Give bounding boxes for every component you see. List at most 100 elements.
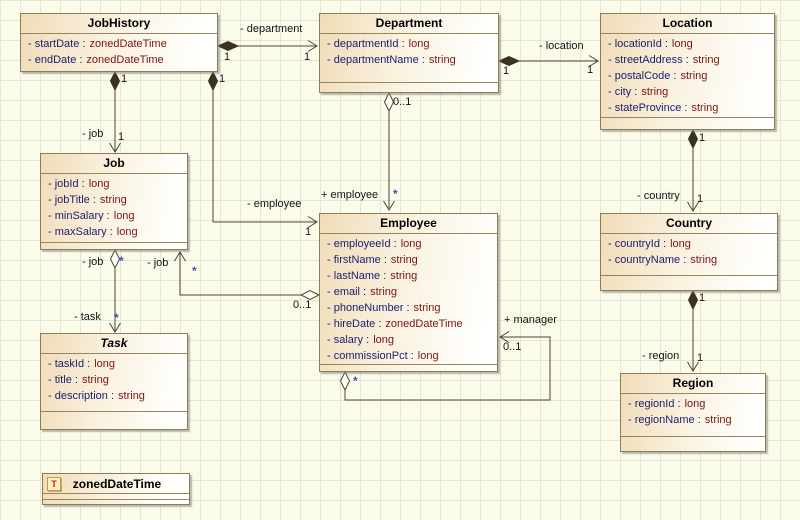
relationship-employee-job[interactable] (174, 251, 321, 301)
arrowhead-icon (687, 361, 699, 372)
relationship-job-task[interactable] (109, 248, 121, 333)
multiplicity-label: 1 (699, 132, 706, 144)
relationship-line[interactable] (179, 253, 301, 296)
attribute-type: long (373, 334, 394, 346)
multiplicity-label: 0..1 (393, 96, 412, 108)
multiplicity-label: * (353, 374, 358, 388)
attribute-type: string (99, 194, 127, 206)
role-label: - country (637, 190, 680, 202)
attribute-row: - streetAddress :string (608, 52, 771, 68)
role-label: - region (642, 350, 680, 362)
composition-diamond-icon (687, 128, 699, 150)
attribute-row: - countryId :long (608, 236, 774, 252)
multiplicity-label: 1 (304, 51, 311, 63)
attributes-compartment: - jobId :long - jobTitle :string - minSa… (41, 174, 187, 242)
multiplicity-label: 1 (699, 292, 706, 304)
attribute-type: string (413, 302, 441, 314)
attribute-row: - lastName :string (327, 268, 494, 284)
relationship-location-country[interactable] (687, 128, 699, 212)
role-label: + manager (504, 314, 557, 326)
attribute-row: - jobTitle :string (48, 192, 184, 208)
attributes-compartment: - departmentId :long - departmentName :s… (320, 34, 498, 82)
relationship-employee-manager[interactable] (339, 331, 551, 401)
datatype-box-zoneddatetime[interactable]: T zonedDateTime (42, 473, 190, 505)
attribute-name: - departmentId : (327, 38, 405, 50)
attribute-name: - firstName : (327, 254, 387, 266)
attribute-name: - title : (48, 374, 78, 386)
composition-diamond-icon (216, 40, 240, 52)
attribute-name: - commissionPct : (327, 350, 414, 362)
attribute-row: - endDate :zonedDateTime (28, 52, 214, 68)
attribute-type: string (704, 414, 732, 426)
arrowhead-icon (307, 216, 318, 228)
class-title: Country (601, 214, 777, 234)
class-title: zonedDateTime (72, 476, 162, 491)
attribute-name: - departmentName : (327, 54, 425, 66)
relationship-line[interactable] (344, 336, 551, 401)
multiplicity-label: 1 (224, 51, 231, 63)
operations-compartment (320, 82, 498, 92)
attribute-type: long (671, 38, 693, 50)
relationship-jobhistory-employee[interactable] (207, 70, 318, 228)
relationship-jobhistory-job[interactable] (109, 70, 121, 153)
attribute-type: string (370, 286, 398, 298)
attribute-type: string (390, 270, 418, 282)
class-box-jobhistory[interactable]: JobHistory - startDate :zonedDateTime - … (20, 13, 218, 72)
attribute-name: - endDate : (28, 54, 83, 66)
relationship-department-employee[interactable] (383, 91, 395, 211)
arrowhead-icon (687, 201, 699, 212)
attribute-type: zonedDateTime (89, 38, 167, 50)
attribute-row: - hireDate :zonedDateTime (327, 316, 494, 332)
multiplicity-label: * (114, 311, 119, 325)
relationship-line[interactable] (212, 90, 316, 223)
relationship-jobhistory-department[interactable] (216, 40, 318, 52)
class-box-location[interactable]: Location - locationId :long - streetAddr… (600, 13, 775, 130)
attribute-type: string (692, 54, 720, 66)
attribute-name: - regionName : (628, 414, 701, 426)
arrowhead-icon (109, 322, 121, 333)
class-box-department[interactable]: Department - departmentId :long - depart… (319, 13, 499, 93)
operations-compartment (621, 436, 765, 451)
class-box-employee[interactable]: Employee - employeeId :long - firstName … (319, 213, 498, 372)
aggregation-diamond-icon (299, 289, 321, 301)
attribute-type: string (390, 254, 418, 266)
datatype-compartment (43, 499, 189, 504)
class-title: Employee (320, 214, 497, 234)
multiplicity-label: 1 (587, 64, 594, 76)
relationship-department-location[interactable] (497, 55, 599, 67)
attribute-row: - departmentId :long (327, 36, 495, 52)
class-box-task[interactable]: Task - taskId :long - title :string - de… (40, 333, 188, 430)
class-box-region[interactable]: Region - regionId :long - regionName :st… (620, 373, 766, 452)
attribute-name: - hireDate : (327, 318, 382, 330)
attribute-row: - jobId :long (48, 176, 184, 192)
attribute-row: - taskId :long (48, 356, 184, 372)
attribute-row: - minSalary :long (48, 208, 184, 224)
attribute-type: long (88, 178, 110, 190)
attribute-name: - stateProvince : (608, 102, 688, 114)
role-label: - employee (247, 198, 302, 210)
attribute-name: - maxSalary : (48, 226, 113, 238)
operations-compartment (41, 242, 187, 249)
relationship-country-region[interactable] (687, 289, 699, 372)
aggregation-diamond-icon (109, 248, 121, 270)
attribute-row: - countryName :string (608, 252, 774, 268)
attribute-type: zonedDateTime (385, 318, 463, 330)
class-box-country[interactable]: Country - countryId :long - countryName … (600, 213, 778, 291)
datatype-title-bar: T zonedDateTime (43, 474, 189, 494)
arrowhead-icon (588, 55, 599, 67)
attribute-type: string (641, 86, 669, 98)
attribute-name: - startDate : (28, 38, 86, 50)
attribute-row: - salary :long (327, 332, 494, 348)
attribute-row: - stateProvince :string (608, 100, 771, 116)
composition-diamond-icon (207, 70, 219, 92)
class-box-job[interactable]: Job - jobId :long - jobTitle :string - m… (40, 153, 188, 250)
attribute-row: - description :string (48, 388, 184, 404)
attribute-row: - departmentName :string (327, 52, 495, 68)
datatype-icon: T (47, 476, 61, 491)
attribute-name: - countryId : (608, 238, 667, 250)
attribute-type: long (116, 226, 138, 238)
multiplicity-label: 1 (305, 226, 312, 238)
attribute-type: long (684, 398, 706, 410)
